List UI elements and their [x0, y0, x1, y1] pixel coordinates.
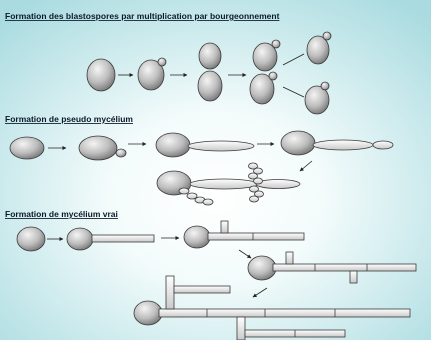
elongated-cell: [188, 141, 254, 151]
mother-cell: [10, 137, 44, 159]
germinating-cell: [67, 228, 93, 250]
branch: [237, 317, 245, 340]
mother-cell: [248, 256, 276, 280]
pseudo-hypha: [190, 179, 258, 189]
daughter-cell: [199, 43, 221, 69]
title-pseudo-mycelium: Formation de pseudo mycélium: [5, 114, 133, 124]
blastospore: [179, 188, 189, 194]
branch: [350, 271, 357, 283]
bud: [323, 32, 331, 40]
elongated-cell: [373, 141, 393, 149]
septate-hypha: [208, 233, 304, 240]
septate-hypha: [273, 264, 416, 271]
mother-cell: [281, 131, 315, 155]
branch: [286, 252, 293, 264]
blastospore: [250, 196, 259, 202]
bud: [116, 149, 126, 157]
mother-cell: [134, 301, 162, 325]
elongating-cell: [79, 136, 117, 160]
bud: [321, 82, 329, 90]
elongated-cell: [313, 140, 373, 150]
title-vrai-mycelium: Formation de mycélium vrai: [5, 209, 118, 219]
mother-cell: [198, 71, 222, 101]
branch: [166, 276, 174, 309]
mother-cell: [156, 133, 190, 157]
germ-tube: [92, 235, 154, 242]
septate-hypha: [159, 309, 410, 317]
branch: [174, 286, 230, 293]
title-blastospores: Formation des blastospores par multiplic…: [5, 11, 280, 21]
branch: [221, 221, 228, 233]
bud: [272, 40, 280, 48]
blastospore: [203, 199, 213, 205]
mother-cell: [87, 59, 115, 91]
bud: [269, 72, 277, 80]
blastospore: [254, 178, 263, 184]
bud: [158, 58, 166, 66]
germinating-cell: [184, 226, 210, 248]
spore-cell: [17, 227, 45, 251]
